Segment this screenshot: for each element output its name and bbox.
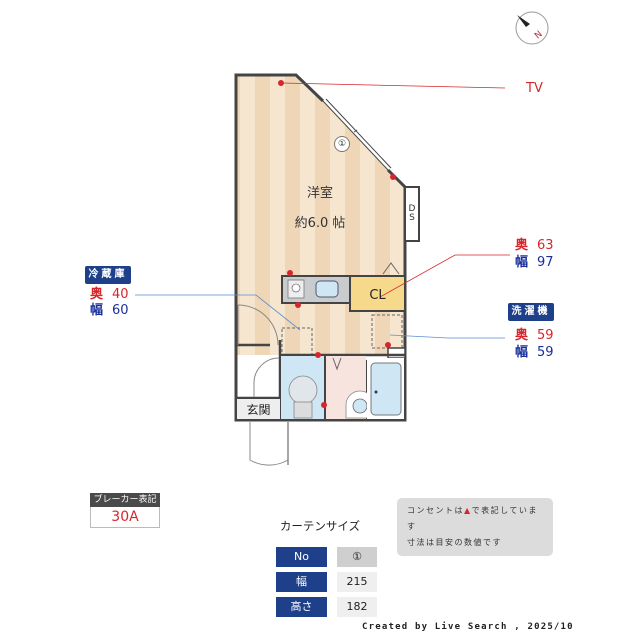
entrance [237, 399, 289, 466]
credit-text: Created by Live Search , 2025/10 [362, 622, 574, 632]
depth-value: 63 [537, 238, 554, 253]
washer-depth: 奥 59 [515, 328, 554, 344]
width-value: 59 [537, 345, 554, 360]
curtain-row-no: No ① [276, 547, 377, 567]
curtain-row-height: 高さ 182 [276, 597, 377, 617]
toilet-room [281, 356, 324, 419]
legend-line-1: コンセントは▲で表記しています [407, 506, 538, 531]
breaker-value: 30A [90, 507, 160, 528]
width-value: 60 [112, 303, 129, 318]
width-key: 幅 [515, 345, 529, 360]
curtain-table: No ① 幅 215 高さ 182 [276, 547, 377, 622]
legend-line-2: 寸法は目安の数値です [407, 538, 502, 547]
outlet-markers [278, 80, 396, 408]
depth-value: 59 [537, 328, 554, 343]
closet-label: CL [369, 288, 386, 303]
depth-value: 40 [112, 287, 129, 302]
depth-key: 奥 [90, 287, 104, 302]
depth-key: 奥 [515, 328, 529, 343]
leader-lines [135, 82, 510, 339]
closet [349, 262, 406, 312]
washer-width: 幅 59 [515, 345, 554, 361]
entrance-label: 玄関 [246, 403, 271, 417]
fridge-tag: 冷蔵庫 [85, 266, 131, 284]
ds-label: DS [408, 204, 416, 223]
curtain-row-width: 幅 215 [276, 572, 377, 592]
svg-text:N: N [533, 29, 545, 41]
width-value: 97 [537, 255, 554, 270]
breaker-title: ブレーカー表記 [90, 493, 160, 507]
curtain-title: カーテンサイズ [279, 519, 361, 533]
window-number-badge: ① [334, 136, 350, 152]
width-key: 幅 [90, 303, 104, 318]
depth-key: 奥 [515, 238, 529, 253]
closet-depth: 奥 63 [515, 238, 554, 254]
room-name-western: 洋室 [306, 186, 333, 201]
tv-label: TV [526, 81, 543, 96]
bathtub [367, 358, 404, 419]
room-size-western: 約6.0 帖 [294, 216, 346, 231]
closet-width: 幅 97 [515, 255, 554, 271]
kitchen-counter [281, 275, 351, 304]
window-1 [322, 98, 392, 171]
washer-tag: 洗濯機 [508, 303, 554, 321]
compass-north-icon: N [515, 11, 549, 45]
legend-note: コンセントは▲で表記しています 寸法は目安の数値です [397, 498, 553, 556]
outlet-triangle-icon: ▲ [464, 506, 472, 515]
fridge-depth: 奥 40 [90, 287, 129, 303]
washer-space [371, 314, 403, 349]
breaker-panel: ブレーカー表記 30A [90, 493, 160, 528]
ds-shaft [404, 186, 420, 242]
fridge-width: 幅 60 [90, 303, 129, 319]
interior-walls [236, 340, 405, 420]
room-doors [237, 304, 280, 397]
width-key: 幅 [515, 255, 529, 270]
